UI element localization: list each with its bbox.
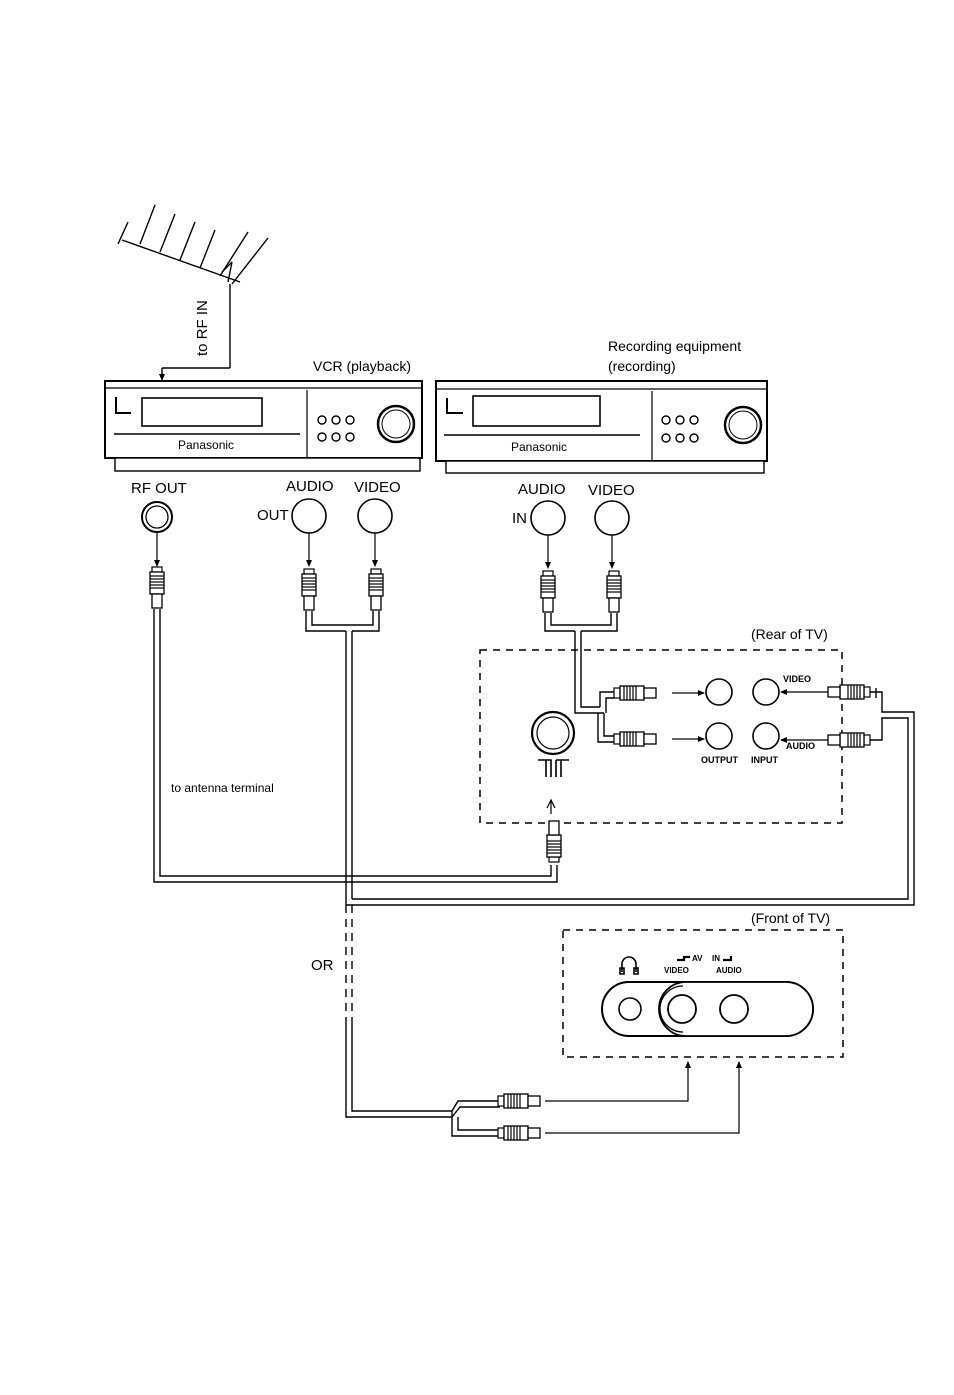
recording-equipment-subtitle: (recording) [608, 359, 676, 373]
rear-audio-input-plug-icon [828, 733, 870, 747]
rear-audio-input-jack [753, 723, 779, 749]
recording-equipment-unit [436, 381, 767, 473]
front-video-label: VIDEO [664, 967, 689, 975]
rec-audio-plug-icon [541, 571, 555, 612]
front-video-jack [668, 995, 696, 1023]
vcr-video-out-jack [358, 499, 392, 533]
front-audio-plug-icon [498, 1126, 540, 1140]
vcr-audio-label: AUDIO [286, 479, 334, 494]
vcr-playback-unit [105, 381, 422, 471]
rec-audio-label: AUDIO [518, 482, 566, 497]
headphone-icon [620, 957, 638, 974]
front-audio-label: AUDIO [716, 967, 742, 975]
vcr-brand-label: Panasonic [178, 439, 234, 451]
antenna-icon [118, 205, 268, 380]
rear-audio-output-plug-icon [614, 732, 656, 746]
rec-video-in-jack [595, 501, 629, 535]
vcr-playback-title: VCR (playback) [313, 359, 411, 373]
to-rf-in-label: to RF IN [195, 300, 210, 356]
vcr-audio-plug-icon [302, 569, 316, 610]
rear-video-input-plug-icon [828, 685, 870, 699]
antenna-terminal-jack [532, 712, 574, 777]
rec-video-plug-icon [607, 571, 621, 612]
front-headphone-jack [619, 998, 641, 1020]
rear-output-label: OUTPUT [701, 756, 738, 765]
rf-out-label: RF OUT [131, 481, 187, 496]
rec-in-label: IN [512, 511, 527, 526]
vcr-video-label: VIDEO [354, 480, 401, 495]
recorder-brand-label: Panasonic [511, 441, 567, 453]
front-video-plug-icon [498, 1094, 540, 1108]
front-tv-title: (Front of TV) [751, 911, 830, 925]
rec-audio-in-jack [531, 501, 565, 535]
rf-out-jack [142, 502, 172, 532]
front-audio-jack [720, 995, 748, 1023]
antenna-terminal-label: to antenna terminal [171, 782, 274, 794]
cables [154, 609, 914, 1136]
antenna-terminal-plug-icon [547, 821, 561, 862]
rear-tv-title: (Rear of TV) [751, 627, 828, 641]
rf-plug-icon [150, 567, 164, 608]
rear-video-label: VIDEO [783, 675, 811, 684]
rear-audio-output-jack [706, 723, 732, 749]
rec-video-label: VIDEO [588, 483, 635, 498]
rear-video-input-jack [753, 679, 779, 705]
front-av-label: AV [692, 955, 703, 963]
recording-equipment-title: Recording equipment [608, 339, 741, 353]
rear-video-output-jack [706, 679, 732, 705]
rear-input-label: INPUT [751, 756, 778, 765]
rear-audio-label: AUDIO [786, 742, 815, 751]
vcr-video-plug-icon [369, 569, 383, 610]
front-in-label: IN [712, 955, 720, 963]
or-label: OR [311, 958, 334, 973]
vcr-out-label: OUT [257, 508, 289, 523]
rear-video-output-plug-icon [614, 686, 656, 700]
vcr-audio-out-jack [292, 499, 326, 533]
front-jack-panel [602, 982, 813, 1036]
